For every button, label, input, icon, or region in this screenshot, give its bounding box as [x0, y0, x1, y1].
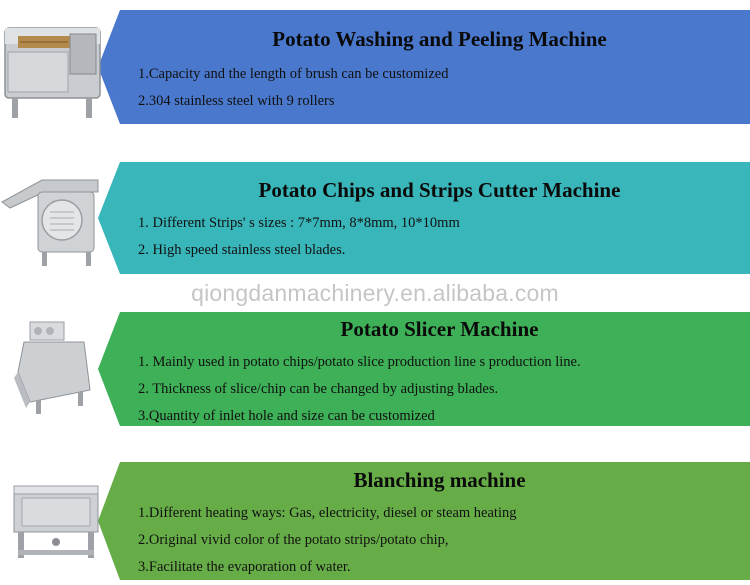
- blanching-machine-image: [13, 485, 99, 558]
- feature-text: 1.Different heating ways: Gas, electrici…: [138, 505, 517, 521]
- section-banner: [98, 162, 750, 274]
- feature-text: 2.Original vivid color of the potato str…: [138, 532, 449, 548]
- feature-text: 2. High speed stainless steel blades.: [138, 242, 346, 258]
- section-slicer: Potato Slicer Machine 1. Mainly used in …: [0, 312, 750, 426]
- section-chips-cutter: Potato Chips and Strips Cutter Machine 1…: [0, 162, 750, 274]
- feature-text: 3.Facilitate the evaporation of water.: [138, 559, 351, 575]
- section-blanching: Blanching machine 1.Different heating wa…: [0, 462, 750, 580]
- chips-cutter-machine-image: [1, 179, 99, 266]
- feature-text: 1. Mainly used in potato chips/potato sl…: [138, 354, 581, 370]
- section-banner: [98, 312, 750, 426]
- feature-text: 1.Capacity and the length of brush can b…: [138, 66, 449, 82]
- watermark: qiongdanmachinery.en.alibaba.com: [191, 280, 559, 306]
- section-title: Blanching machine: [353, 468, 526, 492]
- feature-text: 2.304 stainless steel with 9 rollers: [138, 93, 335, 109]
- feature-text: 3.Quantity of inlet hole and size can be…: [138, 408, 435, 424]
- section-washing-peeling: Potato Washing and Peeling Machine 1.Cap…: [0, 10, 750, 124]
- section-banner: [98, 10, 750, 124]
- washing-peeling-machine-image: [4, 27, 101, 118]
- section-title: Potato Chips and Strips Cutter Machine: [258, 178, 621, 202]
- feature-text: 2. Thickness of slice/chip can be change…: [138, 381, 499, 397]
- feature-text: 1. Different Strips' s sizes : 7*7mm, 8*…: [138, 215, 460, 231]
- section-title: Potato Washing and Peeling Machine: [272, 27, 607, 51]
- section-title: Potato Slicer Machine: [340, 317, 539, 341]
- section-banner: [98, 462, 750, 580]
- slicer-machine-image: [14, 321, 91, 414]
